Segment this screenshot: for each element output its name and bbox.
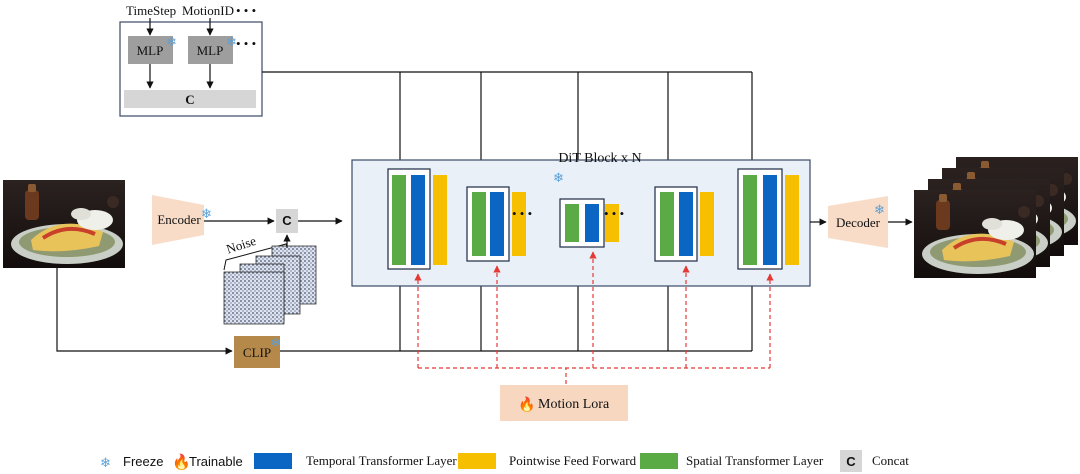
motion-lora-label: Motion Lora xyxy=(538,397,610,412)
legend-concat-swatch xyxy=(840,450,862,472)
decoder-block xyxy=(828,196,888,248)
freeze-icon: ❄ xyxy=(166,34,177,49)
encoder-block xyxy=(152,195,204,245)
legend-pointwise: Pointwise Feed Forward xyxy=(509,453,637,468)
freeze-icon: ❄ xyxy=(270,335,281,350)
pointwise-layer xyxy=(433,175,447,265)
legend-pointwise-swatch xyxy=(458,453,496,469)
input-image xyxy=(1,178,127,270)
legend-concat-symbol: C xyxy=(846,454,856,469)
noise-stack xyxy=(223,245,317,325)
input-dots: • • • xyxy=(236,3,256,18)
motion-lora-block xyxy=(500,385,628,421)
timestep-label: TimeStep xyxy=(126,3,176,18)
legend-spatial-swatch xyxy=(640,453,678,469)
concat-node xyxy=(276,209,298,233)
mlp-label-timestep: MLP xyxy=(137,43,164,58)
legend-trainable: Trainable xyxy=(189,454,243,469)
spatial-layer xyxy=(565,204,579,242)
concat-bar-label: C xyxy=(185,92,194,107)
fire-icon: 🔥 xyxy=(518,396,535,413)
legend-spatial: Spatial Transformer Layer xyxy=(686,453,824,468)
legend-freeze: Freeze xyxy=(123,454,163,469)
freeze-icon: ❄ xyxy=(553,170,564,185)
spatial-layer xyxy=(660,192,674,256)
pointwise-layer xyxy=(700,192,714,256)
pointwise-layer xyxy=(512,192,526,256)
decoder-label: Decoder xyxy=(836,215,881,230)
fire-icon: 🔥 xyxy=(172,453,191,471)
mlp-block-timestep xyxy=(128,36,173,64)
encoder-label: Encoder xyxy=(157,212,201,227)
spatial-layer xyxy=(743,175,757,265)
legend-concat: Concat xyxy=(872,453,909,468)
mlp-dots: • • • xyxy=(236,36,256,51)
clip-block xyxy=(234,336,280,368)
mlp-block-motion xyxy=(188,36,233,64)
dit-title: DiT Block x N xyxy=(558,151,641,166)
dit-block-dots: • • • xyxy=(604,206,624,221)
legend-temporal: Temporal Transformer Layer xyxy=(306,453,457,468)
freeze-icon: ❄ xyxy=(201,206,212,221)
mlp-label-motion: MLP xyxy=(197,43,224,58)
legend-temporal-swatch xyxy=(254,453,292,469)
temporal-layer xyxy=(763,175,777,265)
temporal-layer xyxy=(411,175,425,265)
spatial-layer xyxy=(392,175,406,265)
output-video-frames xyxy=(912,155,1080,280)
dit-block-dots: • • • xyxy=(512,206,532,221)
spatial-layer xyxy=(472,192,486,256)
pointwise-layer xyxy=(605,204,619,242)
motion-id-label: MotionID xyxy=(182,3,234,18)
pointwise-layer xyxy=(785,175,799,265)
concat-bar xyxy=(124,90,256,108)
freeze-icon: ❄ xyxy=(100,455,111,470)
freeze-icon: ❄ xyxy=(874,202,885,217)
clip-label: CLIP xyxy=(243,345,271,360)
concat-node-label: C xyxy=(282,213,292,228)
freeze-icon: ❄ xyxy=(226,34,237,49)
temporal-layer xyxy=(490,192,504,256)
temporal-layer xyxy=(585,204,599,242)
temporal-layer xyxy=(679,192,693,256)
legend: ❄ Freeze 🔥 Trainable Temporal Transforme… xyxy=(100,450,909,472)
